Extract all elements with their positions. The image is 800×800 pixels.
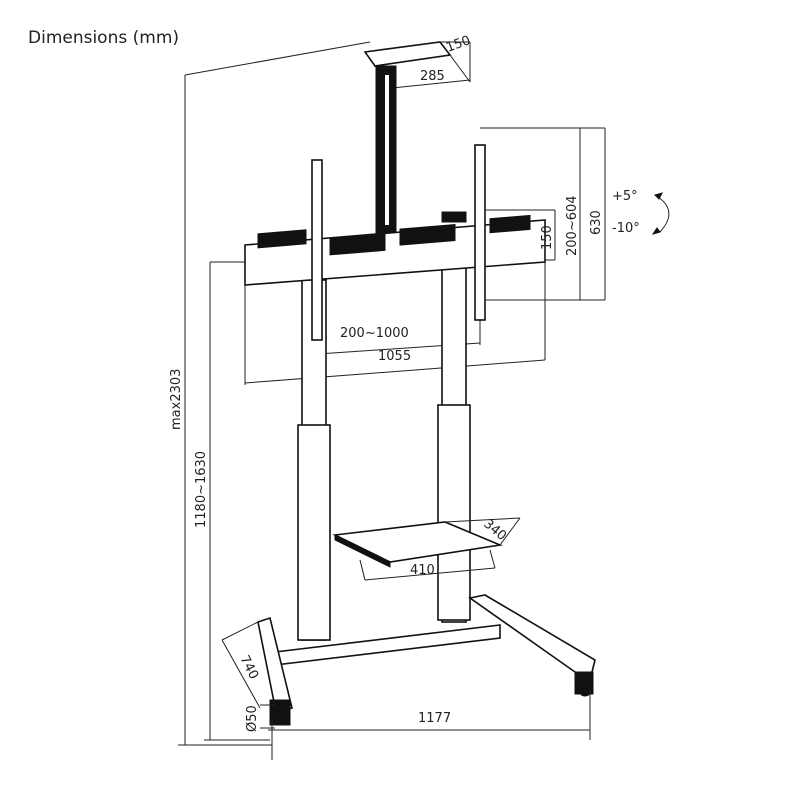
base-depth-label: 740 [236, 653, 261, 682]
diagram-title: Dimensions (mm) [28, 28, 180, 48]
bracket-height-label: 630 [589, 210, 604, 235]
vesa-horizontal-label: 200~1000 [340, 326, 409, 341]
height-dimension-lines [178, 41, 371, 746]
vesa-vertical-label: 200~604 [565, 195, 580, 256]
base-dimension-lines [221, 621, 591, 760]
height-range-label: 1180~1630 [194, 451, 209, 528]
plate-height-label: 150 [540, 225, 555, 250]
caster-diameter-label: Ø50 [245, 705, 260, 732]
ceiling-width-label: 285 [420, 69, 445, 84]
tilt-up-label: +5° [612, 189, 638, 204]
base [257, 594, 596, 726]
shelf-width-label: 410 [410, 563, 435, 578]
ceiling-depth-label: 150 [444, 33, 472, 56]
bracket-width-label: 1055 [378, 349, 411, 364]
mount-plate [244, 144, 546, 341]
shelf [332, 517, 521, 581]
max-height-label: max2303 [169, 369, 184, 430]
uprights [297, 261, 471, 641]
tilt-down-label: -10° [612, 221, 640, 236]
base-width-label: 1177 [418, 711, 451, 726]
ceiling-column [363, 41, 471, 235]
